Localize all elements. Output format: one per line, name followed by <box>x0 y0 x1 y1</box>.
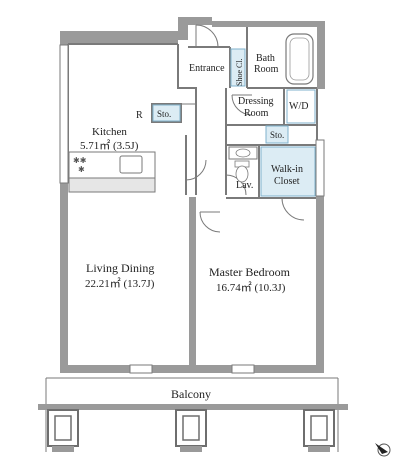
master-bedroom-area-label: 16.74㎡ (10.3J) <box>216 281 286 294</box>
living-area-label: 22.21㎡ (13.7J) <box>85 277 155 290</box>
walk-in-label-2: Closet <box>274 176 300 187</box>
bathtub-icon <box>285 33 314 85</box>
walk-in-closet <box>260 146 316 197</box>
shoe-closet-label: Shoe Cl. <box>235 58 244 86</box>
dressing-label-2: Room <box>244 108 269 119</box>
storage-areas <box>152 48 316 197</box>
washbasin-icon <box>228 146 258 160</box>
balcony-label: Balcony <box>171 387 211 401</box>
kitchen-storage-label: Sto. <box>157 109 171 119</box>
doors <box>181 24 305 233</box>
stove-burners-icon: ✱✱ ✱ <box>73 156 87 174</box>
wd-label: W/D <box>289 101 308 112</box>
sink-icon <box>119 155 143 174</box>
kitchen-label: Kitchen <box>92 126 127 138</box>
wd-space <box>286 89 316 124</box>
entrance-label: Entrance <box>189 63 225 74</box>
lavatory-label: Lav. <box>236 180 253 191</box>
kitchen-area-label: 5.71㎡ (3.5J) <box>80 139 139 152</box>
refrigerator-label: R <box>136 110 143 121</box>
dressing-label: Dressing <box>238 96 274 107</box>
north-arrow-icon <box>375 443 391 457</box>
bath-label-2: Room <box>254 64 279 75</box>
master-bedroom-label: Master Bedroom <box>209 265 291 279</box>
balcony-pillar-right <box>303 409 335 452</box>
svg-text:✱: ✱ <box>78 165 85 174</box>
shoe-closet <box>230 48 246 87</box>
walk-in-label: Walk-in <box>271 164 303 175</box>
corridor-storage-label: Sto. <box>270 130 284 140</box>
svg-text:✱✱: ✱✱ <box>73 156 87 165</box>
living-label: Living Dining <box>86 261 154 275</box>
balcony <box>38 377 348 452</box>
windows <box>59 44 325 374</box>
exterior-walls <box>60 17 325 373</box>
corridor-storage <box>265 125 289 144</box>
bath-label: Bath <box>256 53 275 64</box>
balcony-pillar-left <box>47 409 79 452</box>
toilet-icon <box>234 160 250 183</box>
kitchen-storage <box>152 104 181 122</box>
balcony-pillar-middle <box>175 409 207 452</box>
room-labels: Entrance Shoe Cl. Bath Room Dressing Roo… <box>80 53 308 401</box>
